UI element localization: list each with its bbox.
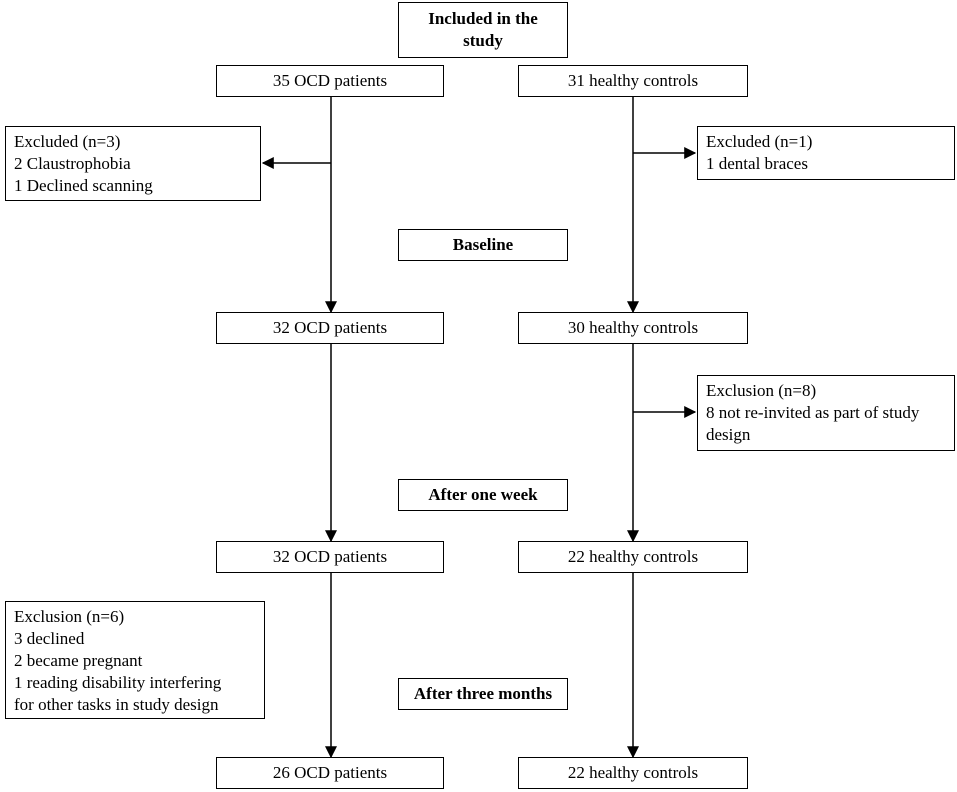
- ocd-baseline-box: 32 OCD patients: [216, 312, 444, 344]
- hc-week-box: 22 healthy controls: [518, 541, 748, 573]
- hc-excl1-line-2: 1 dental braces: [706, 154, 808, 173]
- ocd-start-box: 35 OCD patients: [216, 65, 444, 97]
- hc-exclusion-box-2: Exclusion (n=8) 8 not re-invited as part…: [697, 375, 955, 451]
- phase-baseline-label: Baseline: [452, 235, 514, 254]
- ocd-week-box: 32 OCD patients: [216, 541, 444, 573]
- phase-months-label: After three months: [413, 684, 553, 703]
- ocd-excl2-line-2: 3 declined: [14, 629, 85, 648]
- hc-exclusion-box-1: Excluded (n=1) 1 dental braces: [697, 126, 955, 180]
- phase-baseline-box: Baseline: [398, 229, 568, 261]
- phase-week-box: After one week: [398, 479, 568, 511]
- included-box: Included in the study: [398, 2, 568, 58]
- hc-excl1-line-1: Excluded (n=1): [706, 132, 813, 151]
- ocd-excl1-line-3: 1 Declined scanning: [14, 176, 153, 195]
- hc-week-label: 22 healthy controls: [567, 547, 699, 566]
- ocd-months-box: 26 OCD patients: [216, 757, 444, 789]
- hc-start-label: 31 healthy controls: [567, 71, 699, 90]
- ocd-months-label: 26 OCD patients: [272, 763, 388, 782]
- hc-excl2-line-2: 8 not re-invited as part of study: [706, 403, 920, 422]
- ocd-excl2-line-1: Exclusion (n=6): [14, 607, 125, 626]
- phase-months-box: After three months: [398, 678, 568, 710]
- ocd-excl1-line-1: Excluded (n=3): [14, 132, 121, 151]
- ocd-start-label: 35 OCD patients: [272, 71, 388, 90]
- hc-start-box: 31 healthy controls: [518, 65, 748, 97]
- hc-baseline-label: 30 healthy controls: [567, 318, 699, 337]
- ocd-baseline-label: 32 OCD patients: [272, 318, 388, 337]
- ocd-excl2-line-5: for other tasks in study design: [14, 695, 219, 714]
- ocd-exclusion-box-2: Exclusion (n=6) 3 declined 2 became preg…: [5, 601, 265, 719]
- ocd-week-label: 32 OCD patients: [272, 547, 388, 566]
- ocd-excl1-line-2: 2 Claustrophobia: [14, 154, 131, 173]
- included-line-1: Included in the: [428, 9, 538, 28]
- hc-months-box: 22 healthy controls: [518, 757, 748, 789]
- ocd-excl2-line-3: 2 became pregnant: [14, 651, 143, 670]
- hc-baseline-box: 30 healthy controls: [518, 312, 748, 344]
- ocd-excl2-line-4: 1 reading disability interfering: [14, 673, 222, 692]
- hc-months-label: 22 healthy controls: [567, 763, 699, 782]
- hc-excl2-line-1: Exclusion (n=8): [706, 381, 817, 400]
- included-line-2: study: [463, 31, 503, 50]
- phase-week-label: After one week: [428, 485, 538, 504]
- hc-excl2-line-3: design: [706, 425, 751, 444]
- ocd-exclusion-box-1: Excluded (n=3) 2 Claustrophobia 1 Declin…: [5, 126, 261, 201]
